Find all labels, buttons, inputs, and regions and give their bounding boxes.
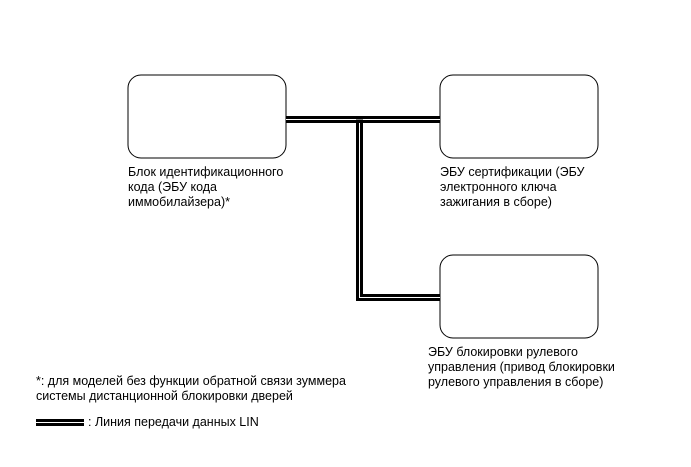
immobilizer-label-line: кода (ЭБУ кода xyxy=(128,180,218,194)
immobilizer-label-line: иммобилайзера)* xyxy=(128,195,230,209)
steering-lock-ecu-box xyxy=(439,254,599,339)
certification-ecu-label-line: ЭБУ сертификации (ЭБУ xyxy=(440,165,585,179)
certification-ecu-box xyxy=(439,74,599,159)
steering-lock-ecu-label-line: рулевого управления в сборе) xyxy=(428,375,604,389)
footnote-line: *: для моделей без функции обратной связ… xyxy=(36,374,346,388)
certification-ecu-label-line: зажигания в сборе) xyxy=(440,195,552,209)
immobilizer-label-line: Блок идентификационного xyxy=(128,165,284,179)
certification-ecu-label: ЭБУ сертификации (ЭБУ электронного ключа… xyxy=(440,165,584,210)
steering-lock-ecu-label-line: управления (привод блокировки xyxy=(428,360,615,374)
legend-lin-label: : Линия передачи данных LIN xyxy=(88,415,259,429)
footnote: *: для моделей без функции обратной связ… xyxy=(36,374,346,404)
immobilizer-box xyxy=(127,74,287,159)
immobilizer-label: Блок идентификационного кода (ЭБУ кода и… xyxy=(128,165,283,210)
lin-bus-branch xyxy=(356,119,440,301)
legend-lin-line-sample xyxy=(36,419,84,426)
steering-lock-ecu-label-line: ЭБУ блокировки рулевого xyxy=(428,345,578,359)
footnote-line: системы дистанционной блокировки дверей xyxy=(36,389,293,403)
certification-ecu-label-line: электронного ключа xyxy=(440,180,557,194)
steering-lock-ecu-label: ЭБУ блокировки рулевого управления (прив… xyxy=(428,345,615,390)
